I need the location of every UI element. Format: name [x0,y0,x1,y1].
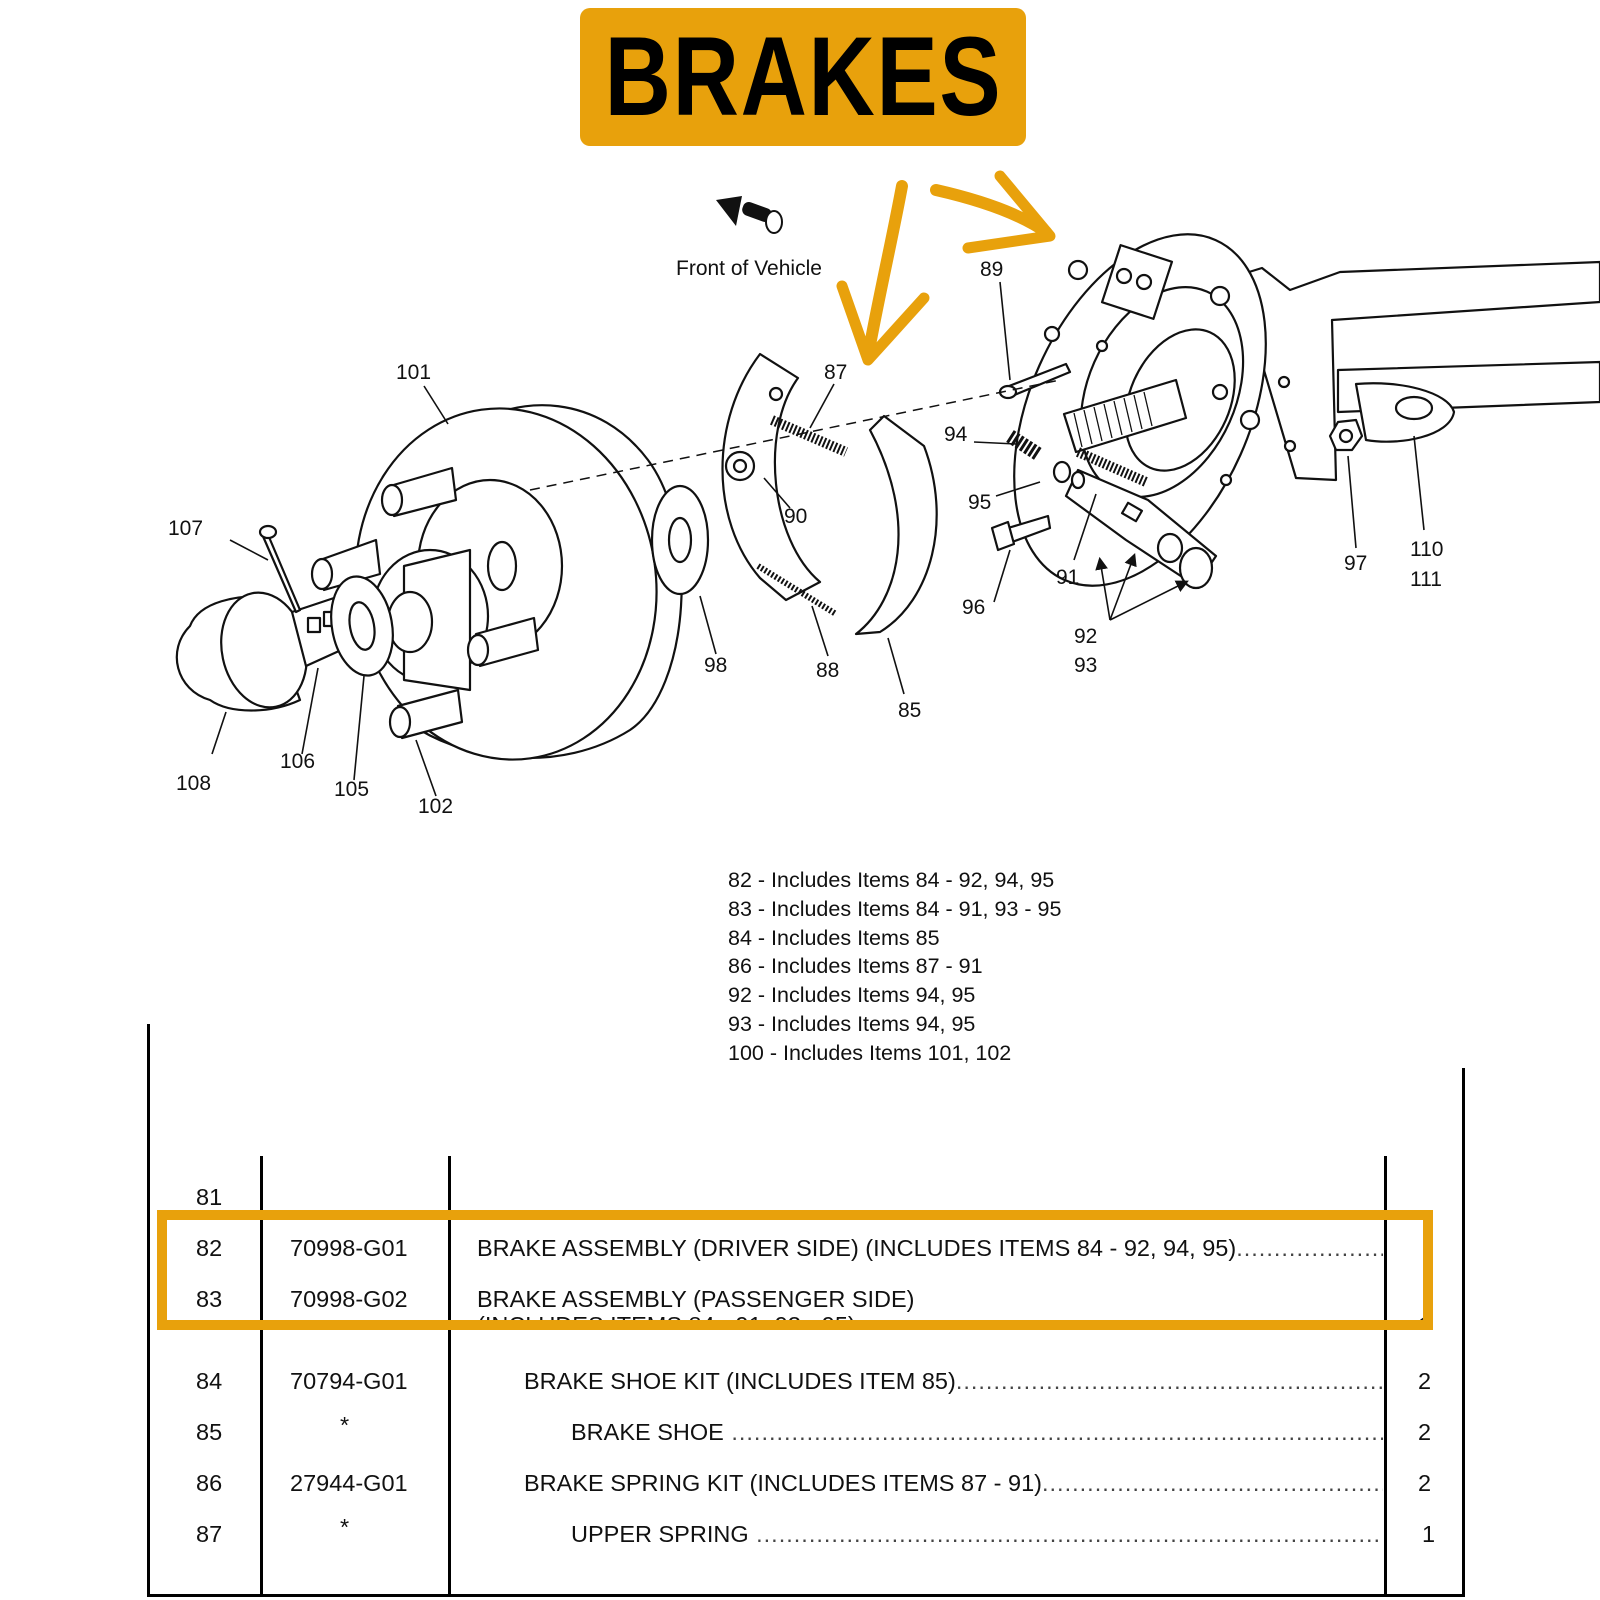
title-banner: BRAKES [580,8,1026,146]
callout-91: 91 [1056,566,1079,589]
bolt [990,514,1052,552]
highlight-box [157,1210,1433,1330]
seal [650,484,710,596]
assembly-notes: 82 - Includes Items 84 - 92, 94, 95 83 -… [728,866,1061,1068]
part-description: UPPER SPRING ...........................… [571,1523,1383,1547]
washer-small [1052,460,1086,490]
quantity: 2 [1418,1419,1432,1445]
brake-exploded-diagram: Front of Vehicle [168,170,1600,818]
brake-shoe-right [854,414,938,636]
quantity: 2 [1418,1368,1432,1394]
note-line: 83 - Includes Items 84 - 91, 93 - 95 [728,896,1062,921]
hub-cap [175,591,308,712]
part-description: BRAKE SPRING KIT (INCLUDES ITEMS 87 - 91… [524,1472,1383,1496]
callout-88: 88 [816,659,839,682]
part-number: 70794-G01 [290,1368,408,1394]
column-divider [1384,1156,1387,1597]
quantity: 2 [1418,1470,1432,1496]
callout-107: 107 [168,517,203,540]
note-line: 84 - Includes Items 85 [728,925,940,950]
item-number: 87 [196,1521,223,1547]
callout-105: 105 [334,778,369,801]
callout-102: 102 [418,795,453,818]
item-number: 83 [196,1286,223,1312]
part-number: * [340,1514,350,1540]
note-line: 92 - Includes Items 94, 95 [728,983,976,1008]
callout-89: 89 [980,258,1003,281]
part-description: BRAKE ASSEMBLY (DRIVER SIDE) (INCLUDES I… [477,1237,1383,1261]
washer [330,575,394,677]
item-number: 84 [196,1368,223,1394]
callout-98: 98 [704,654,727,677]
orange-arrows [836,170,1056,366]
callout-93: 93 [1074,654,1097,677]
arrow-down-head [836,280,930,366]
item-number: 81 [196,1184,223,1210]
callout-108: 108 [176,772,211,795]
backing-plate [998,233,1600,590]
springs [756,415,1149,617]
brake-drum [310,404,683,761]
callout-95: 95 [968,491,991,514]
brake-shoe-left [721,352,822,602]
quantity: 1 [1422,1521,1436,1547]
table-border-right [1462,1068,1465,1597]
part-description: BRAKE ASSEMBLY (PASSENGER SIDE) [477,1286,915,1312]
part-number: 70998-G02 [290,1286,408,1312]
note-line: 100 - Includes Items 101, 102 [728,1040,1012,1065]
table-border-left [147,1024,150,1597]
hex-nut [1328,418,1364,452]
callout-97: 97 [1344,552,1367,575]
note-line: 82 - Includes Items 84 - 92, 94, 95 [728,868,1055,892]
item-number: 86 [196,1470,223,1496]
callout-labels: 101 107 108 106 105 102 98 87 90 88 85 8… [168,258,1443,818]
wheel-studs [310,466,540,740]
part-number: 27944-G01 [290,1470,408,1496]
callout-87: 87 [824,361,847,384]
center-axis-line [529,379,1061,491]
column-divider [448,1156,451,1597]
part-number: 70998-G01 [290,1235,408,1261]
column-divider [260,1156,263,1597]
part-description: BRAKE SHOE KIT (INCLUDES ITEM 85).......… [524,1370,1383,1394]
callout-111: 111 [1410,568,1442,591]
item-number: 82 [196,1235,223,1261]
arrow-right-head [962,170,1056,254]
item-number: 85 [196,1419,223,1445]
front-of-vehicle-label: Front of Vehicle [676,257,822,280]
part-description: BRAKE SHOE .............................… [571,1421,1383,1445]
front-of-vehicle-icon [716,196,783,234]
note-line: 93 - Includes Items 94, 95 [728,1011,976,1036]
callout-106: 106 [280,750,315,773]
callout-94: 94 [944,423,968,446]
callout-92: 92 [1074,625,1097,648]
cotter-pin [258,524,302,614]
page-title: BRAKES [604,14,1002,139]
note-line: 86 - Includes Items 87 - 91 [728,954,983,979]
callout-101: 101 [396,361,431,384]
arrow-down-icon [862,180,908,362]
leader-lines [211,281,1425,797]
callout-96: 96 [962,596,985,619]
part-number: * [340,1412,350,1438]
callout-110: 110 [1410,538,1443,561]
callout-90: 90 [784,505,807,528]
table-border-bottom [147,1594,1465,1597]
callout-85: 85 [898,699,921,722]
